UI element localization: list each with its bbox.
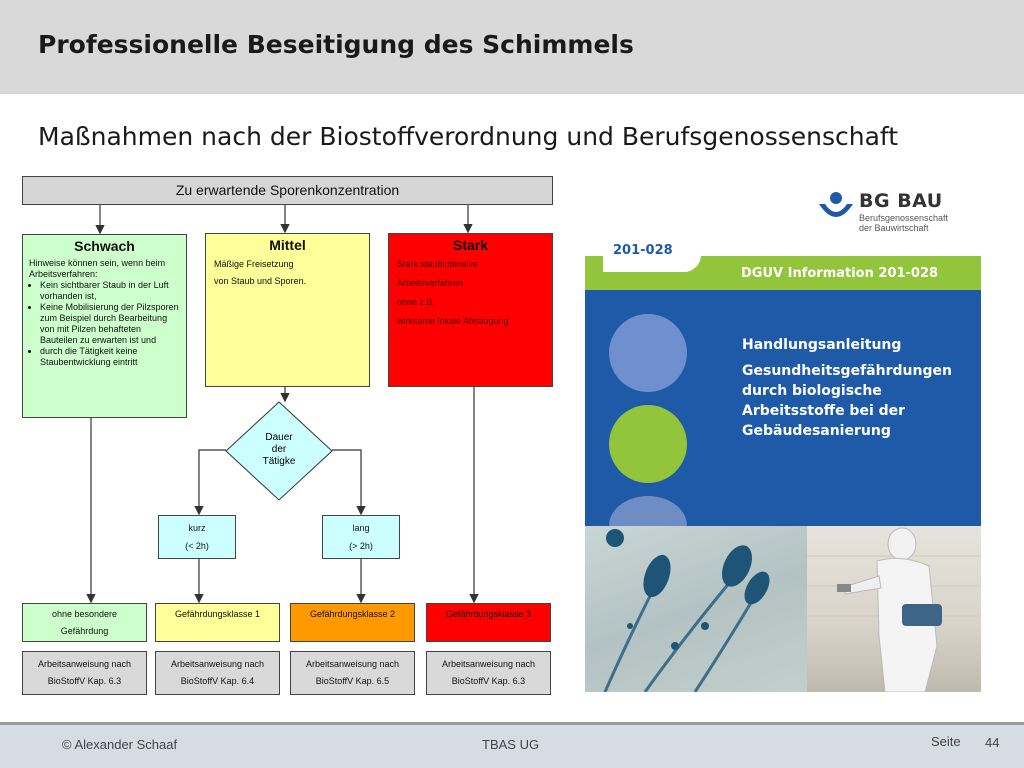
concentration-header: Zu erwartende Sporenkonzentration <box>22 176 553 205</box>
klasse-1: Gefährdungsklasse 1 <box>155 603 280 642</box>
logo-subtitle-line: Berufsgenossenschaft <box>859 213 949 223</box>
anweisung-line: Arbeitsanweisung nach <box>37 659 132 669</box>
arrow-decision-kurz <box>194 449 226 516</box>
slide-footer: © Alexander Schaaf TBAS UG Seite 44 <box>0 725 1024 768</box>
anweisung-4: Arbeitsanweisung nach BioStoffV Kap. 6.3 <box>426 651 551 695</box>
footer-organization: TBAS UG <box>482 737 540 752</box>
level-stark-line: wirksame lokale Absaugung. <box>397 316 512 326</box>
level-stark-line: ohne z.B. <box>397 297 436 307</box>
logo-subtitle-line: der Bauwirtschaft <box>859 223 929 233</box>
duration-kurz: kurz (< 2h) <box>158 515 236 559</box>
document-title-line: Gebäudesanierung <box>742 423 891 439</box>
decision-line: Dauer <box>265 432 293 443</box>
anweisung-line: Arbeitsanweisung nach <box>305 659 400 669</box>
footer-page-number: 44 <box>985 735 1000 750</box>
level-schwach: Schwach Hinweise können sein, wenn beim … <box>22 234 187 418</box>
klasse-2: Gefährdungsklasse 2 <box>290 603 415 642</box>
level-stark-line: Stark staubintensive <box>397 259 479 269</box>
anweisung-line: BioStoffV Kap. 6.3 <box>47 676 122 686</box>
level-mittel: Mittel Mäßige Freisetzung von Staub und … <box>205 233 370 387</box>
arrow-decision-lang <box>332 449 366 516</box>
klasse-line: ohne besondere <box>51 609 118 619</box>
list-item: Kein sichtbarer Staub in der Luft vorhan… <box>40 280 180 302</box>
level-mittel-line: von Staub und Sporen. <box>214 276 307 286</box>
list-item: durch die Tätigkeit keine Staubentwicklu… <box>40 346 180 368</box>
duration-lang: lang (> 2h) <box>322 515 400 559</box>
document-title-line: Gesundheitsgefährdungen <box>742 363 952 379</box>
document-title: Handlungsanleitung Gesundheitsgefährdung… <box>742 335 977 441</box>
klasse-3: Gefährdungsklasse 3 <box>426 603 551 642</box>
anweisung-2: Arbeitsanweisung nach BioStoffV Kap. 6.4 <box>155 651 280 695</box>
duration-line: (> 2h) <box>349 541 373 551</box>
level-schwach-intro: Hinweise können sein, wenn beim Arbeitsv… <box>29 258 166 279</box>
circle-decoration <box>609 314 687 392</box>
anweisung-line: Arbeitsanweisung nach <box>441 659 536 669</box>
decision-line: der <box>271 444 287 455</box>
level-stark: Stark Stark staubintensive Arbeitsverfah… <box>388 233 553 387</box>
duration-line: kurz <box>188 523 206 533</box>
duration-line: lang <box>352 523 370 533</box>
document-title-line: Arbeitsstoffe bei der <box>742 403 906 419</box>
slide-title: Professionelle Beseitigung des Schimmels <box>38 30 634 59</box>
dguv-document-cover: BG BAU Berufsgenossenschaft der Bauwirts… <box>585 180 981 692</box>
anweisung-line: BioStoffV Kap. 6.5 <box>315 676 390 686</box>
anweisung-3: Arbeitsanweisung nach BioStoffV Kap. 6.5 <box>290 651 415 695</box>
bg-bau-logo: BG BAU Berufsgenossenschaft der Bauwirts… <box>817 188 977 238</box>
level-mittel-line: Mäßige Freisetzung <box>214 259 294 269</box>
anweisung-line: BioStoffV Kap. 6.4 <box>180 676 255 686</box>
document-heading: Handlungsanleitung <box>742 337 902 353</box>
duration-line: (< 2h) <box>185 541 209 551</box>
list-item: Keine Mobilisierung der Pilzsporen zum B… <box>40 302 180 346</box>
mold-spores-illustration <box>603 529 770 692</box>
document-title-line: durch biologische <box>742 383 882 399</box>
circle-decoration <box>609 405 687 483</box>
title-bar <box>0 0 1024 94</box>
worker-illustration <box>807 527 981 692</box>
logo-name: BG BAU <box>859 190 943 212</box>
level-stark-title: Stark <box>452 237 489 253</box>
anweisung-1: Arbeitsanweisung nach BioStoffV Kap. 6.3 <box>22 651 147 695</box>
footer-author: © Alexander Schaaf <box>62 737 178 752</box>
decision-line: Tätigke <box>262 456 296 467</box>
logo-subtitle: Berufsgenossenschaft der Bauwirtschaft <box>859 213 948 233</box>
level-stark-line: Arbeitsverfahren <box>397 278 464 288</box>
slide-subtitle: Maßnahmen nach der Biostoffverordnung un… <box>38 122 899 151</box>
decision-diamond <box>225 401 333 501</box>
klasse-line: Gefährdungsklasse 3 <box>445 609 532 619</box>
level-mittel-title: Mittel <box>269 237 306 253</box>
anweisung-line: Arbeitsanweisung nach <box>170 659 265 669</box>
klasse-line: Gefährdungsklasse 2 <box>309 609 396 619</box>
document-number: 201-028 <box>613 243 673 258</box>
level-schwach-list: Kein sichtbarer Staub in der Luft vorhan… <box>29 280 180 368</box>
document-series: DGUV Information 201-028 <box>741 266 939 281</box>
decision-label: Dauer der Tätigke <box>248 432 310 468</box>
bg-bau-logo-icon <box>819 192 853 217</box>
klasse-ohne: ohne besondere Gefährdung <box>22 603 147 642</box>
anweisung-line: BioStoffV Kap. 6.3 <box>451 676 526 686</box>
document-number-tab <box>603 238 701 272</box>
klasse-line: Gefährdungsklasse 1 <box>174 609 261 619</box>
klasse-line: Gefährdung <box>60 626 109 636</box>
flowchart-connectors <box>86 205 479 604</box>
level-schwach-title: Schwach <box>74 238 135 254</box>
mold-microscope-photo <box>585 526 807 692</box>
flowchart: Zu erwartende Sporenkonzentration Schwac… <box>0 170 570 710</box>
footer-page-label: Seite <box>931 734 961 749</box>
footer-divider <box>0 722 1024 725</box>
worker-protective-suit-photo <box>807 526 981 692</box>
